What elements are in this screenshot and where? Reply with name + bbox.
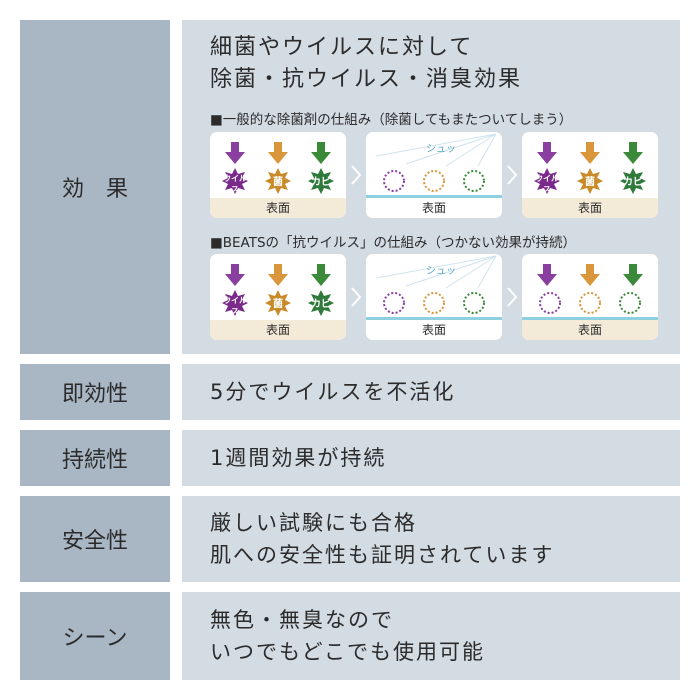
virus-label: ウイルス bbox=[223, 174, 247, 194]
germ-ring-icon bbox=[381, 168, 407, 194]
mold-label: カビ bbox=[623, 177, 643, 188]
safety-text-line1: 厳しい試験にも合格 bbox=[210, 511, 417, 535]
row-durability: 持続性 1週間効果が持続 bbox=[20, 430, 680, 486]
mold-label: カビ bbox=[311, 177, 331, 188]
germ-ring-icon bbox=[461, 290, 487, 316]
general-panel-before: ウイルス 菌 カビ 表面 bbox=[210, 132, 346, 218]
virus-label: ウイルス bbox=[535, 174, 559, 194]
surface-label: 表面 bbox=[210, 320, 346, 340]
surface-label: 表面 bbox=[210, 198, 346, 218]
content-safety: 厳しい試験にも合格 肌への安全性も証明されています bbox=[182, 496, 680, 582]
effect-title-line1: 細菌やウイルスに対して bbox=[210, 35, 474, 60]
bacteria-icon: 菌 bbox=[577, 168, 603, 194]
germ-ring-icon bbox=[421, 290, 447, 316]
surface-label: 表面 bbox=[522, 198, 658, 218]
content-scene: 無色・無臭なので いつでもどこでも使用可能 bbox=[182, 592, 680, 680]
chevron-right-icon bbox=[351, 165, 362, 185]
immediacy-text: 5分でウイルスを不活化 bbox=[210, 380, 456, 404]
germ-ring-icon bbox=[617, 290, 643, 316]
label-safety: 安全性 bbox=[20, 496, 170, 582]
arrow-down-icon bbox=[537, 142, 557, 164]
virus-icon: ウイルス bbox=[222, 290, 248, 316]
arrow-down-icon bbox=[537, 264, 557, 286]
arrow-down-icon bbox=[580, 264, 600, 286]
mold-icon: カビ bbox=[308, 168, 334, 194]
arrow-down-icon bbox=[623, 142, 643, 164]
virus-label: ウイルス bbox=[223, 296, 247, 316]
surface-line bbox=[366, 195, 502, 198]
content-effect: 細菌やウイルスに対して 除菌・抗ウイルス・消臭効果 ■一般的な除菌剤の仕組み（除… bbox=[182, 20, 680, 354]
beats-mechanism-heading: ■BEATSの「抗ウイルス」の仕組み（つかない効果が持続） bbox=[210, 235, 577, 251]
surface-label: 表面 bbox=[366, 320, 502, 340]
label-scene: シーン bbox=[20, 592, 170, 680]
scene-text-line2: いつでもどこでも使用可能 bbox=[210, 640, 485, 664]
arrow-down-icon bbox=[580, 142, 600, 164]
row-safety: 安全性 厳しい試験にも合格 肌への安全性も証明されています bbox=[20, 496, 680, 582]
virus-icon: ウイルス bbox=[222, 168, 248, 194]
germ-ring-icon bbox=[381, 290, 407, 316]
label-immediacy: 即効性 bbox=[20, 364, 170, 420]
germ-ring-icon bbox=[461, 168, 487, 194]
spray-label: シュッ bbox=[426, 144, 456, 155]
virus-icon: ウイルス bbox=[534, 168, 560, 194]
row-effect: 効 果 細菌やウイルスに対して 除菌・抗ウイルス・消臭効果 ■一般的な除菌剤の仕… bbox=[20, 20, 680, 354]
safety-text-line2: 肌への安全性も証明されています bbox=[210, 543, 555, 567]
arrow-down-icon bbox=[311, 264, 331, 286]
arrow-down-icon bbox=[225, 142, 245, 164]
germ-ring-icon bbox=[421, 168, 447, 194]
bacteria-icon: 菌 bbox=[265, 290, 291, 316]
arrow-down-icon bbox=[623, 264, 643, 286]
germ-ring-icon bbox=[577, 290, 603, 316]
arrow-down-icon bbox=[268, 264, 288, 286]
bacteria-label: 菌 bbox=[273, 177, 283, 188]
spray-icon bbox=[366, 254, 502, 314]
beats-panel-spray: シュッ 表面 bbox=[366, 254, 502, 340]
content-durability: 1週間効果が持続 bbox=[182, 430, 680, 486]
arrow-down-icon bbox=[268, 142, 288, 164]
mold-label: カビ bbox=[311, 299, 331, 310]
general-panel-after: ウイルス 菌 カビ 表面 bbox=[522, 132, 658, 218]
label-effect: 効 果 bbox=[20, 20, 170, 354]
surface-line bbox=[366, 317, 502, 320]
spray-icon bbox=[366, 132, 502, 192]
beats-panel-after: 表面 bbox=[522, 254, 658, 340]
arrow-down-icon bbox=[311, 142, 331, 164]
effect-title-line2: 除菌・抗ウイルス・消臭効果 bbox=[210, 67, 523, 92]
scene-text-line1: 無色・無臭なので bbox=[210, 608, 394, 632]
durability-text: 1週間効果が持続 bbox=[210, 446, 387, 470]
bacteria-icon: 菌 bbox=[265, 168, 291, 194]
arrow-down-icon bbox=[225, 264, 245, 286]
surface-line bbox=[522, 317, 658, 320]
bacteria-label: 菌 bbox=[585, 177, 595, 188]
row-immediacy: 即効性 5分でウイルスを不活化 bbox=[20, 364, 680, 420]
content-immediacy: 5分でウイルスを不活化 bbox=[182, 364, 680, 420]
chevron-right-icon bbox=[507, 287, 518, 307]
surface-label: 表面 bbox=[366, 198, 502, 218]
general-panel-spray: シュッ 表面 bbox=[366, 132, 502, 218]
row-scene: シーン 無色・無臭なので いつでもどこでも使用可能 bbox=[20, 592, 680, 680]
label-durability: 持続性 bbox=[20, 430, 170, 486]
mold-icon: カビ bbox=[620, 168, 646, 194]
chevron-right-icon bbox=[351, 287, 362, 307]
chevron-right-icon bbox=[507, 165, 518, 185]
spray-label: シュッ bbox=[426, 266, 456, 277]
bacteria-label: 菌 bbox=[273, 299, 283, 310]
beats-panel-before: ウイルス 菌 カビ 表面 bbox=[210, 254, 346, 340]
surface-label: 表面 bbox=[522, 320, 658, 340]
mold-icon: カビ bbox=[308, 290, 334, 316]
germ-ring-icon bbox=[537, 290, 563, 316]
general-mechanism-heading: ■一般的な除菌剤の仕組み（除菌してもまたついてしまう） bbox=[210, 112, 573, 128]
